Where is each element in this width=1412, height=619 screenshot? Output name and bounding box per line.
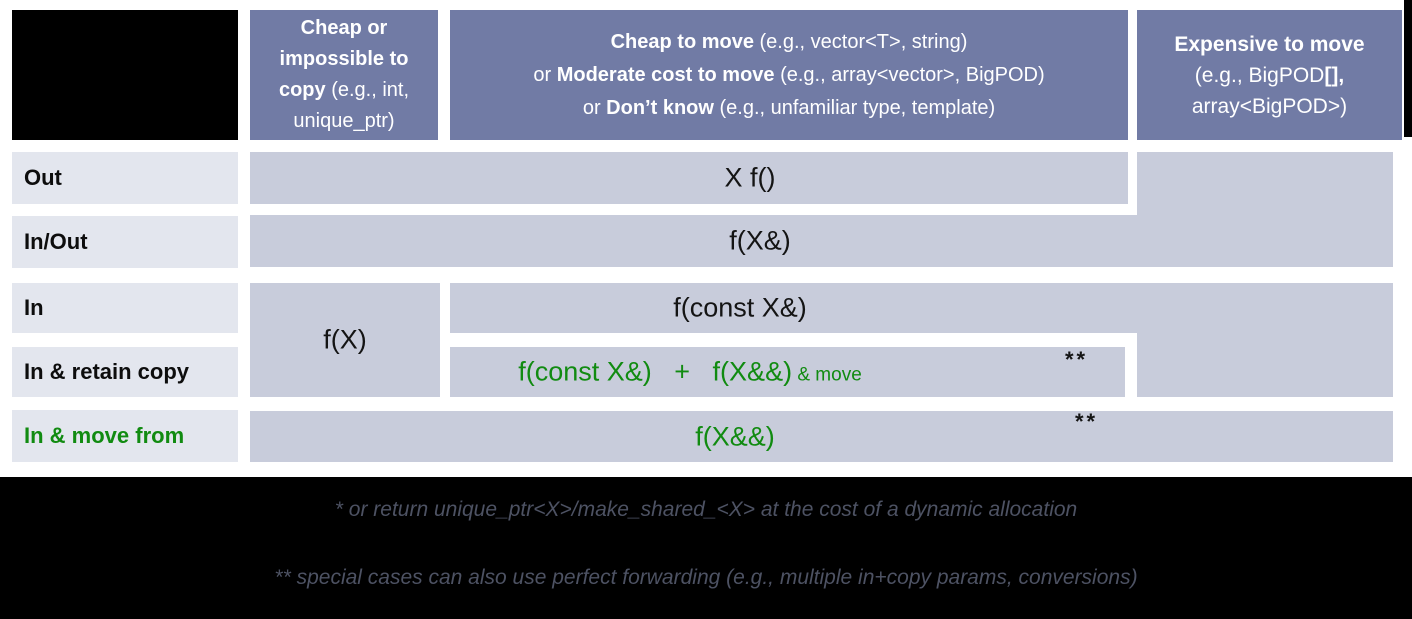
header-line: or Don’t know (e.g., unfamiliar type, te… — [583, 92, 995, 125]
cell-retain-copy-overloads: f(const X&) + f(X&&) & move ** — [450, 347, 1125, 397]
text-segment: (e.g., vector<T>, string) — [753, 30, 968, 53]
cell-in-const-ref: f(const X&) — [450, 283, 1393, 333]
row-label-in-out: In/Out — [12, 216, 238, 268]
header-line: copy (e.g., int, — [279, 75, 409, 106]
footnote-perfect-forwarding: ** special cases can also use perfect fo… — [274, 566, 1138, 589]
header-line: Cheap or — [301, 13, 388, 44]
footnote-panel: * or return unique_ptr<X>/make_shared_<X… — [0, 477, 1412, 619]
header-line: Expensive to move — [1174, 29, 1364, 60]
footnote-dynamic-allocation: * or return unique_ptr<X>/make_shared_<X… — [334, 498, 1078, 521]
text-segment: array<BigPOD>) — [1191, 94, 1348, 118]
row-label-in-retain-copy: In & retain copy — [12, 347, 238, 397]
text-segment: Moderate cost to move — [556, 63, 775, 86]
double-asterisk-footnote-mark: ** — [1065, 347, 1089, 372]
text-segment: (e.g., BigPOD — [1194, 63, 1325, 87]
text-segment: Expensive to move — [1174, 32, 1365, 56]
text-segment: or — [533, 63, 557, 86]
text-segment: [], — [1324, 63, 1345, 87]
row-label-out: Out — [12, 152, 238, 204]
top-right-black-strip — [1404, 0, 1412, 137]
row-label-in-move-from: In & move from — [12, 410, 238, 462]
text-segment: (e.g., array<vector>, BigPOD) — [774, 63, 1045, 86]
text-segment: Cheap or — [300, 17, 388, 39]
code-f-xref: f(X&) — [729, 225, 791, 256]
header-line: impossible to — [280, 44, 409, 75]
row-label-in: In — [12, 283, 238, 333]
code-x-f: X f() — [724, 162, 776, 193]
text-segment: f(const X&) — [518, 356, 652, 387]
table-corner-black-box — [12, 10, 238, 140]
text-segment: unique_ptr) — [293, 110, 395, 132]
code-f-const-xref: f(const X&) — [673, 292, 807, 323]
text-segment: f(X&&) — [712, 356, 793, 387]
code-f-x: f(X) — [323, 324, 367, 355]
text-segment: (e.g., int, — [325, 79, 410, 101]
header-line: unique_ptr) — [293, 106, 394, 137]
cell-move-from-rref: f(X&&) ** — [250, 409, 1393, 462]
text-segment: or — [582, 96, 607, 119]
text-segment: copy — [278, 79, 326, 101]
header-line: Cheap to move (e.g., vector<T>, string) — [611, 26, 968, 59]
header-line: array<BigPOD>) — [1192, 91, 1347, 122]
cell-inout-by-ref: f(X&) — [250, 215, 1393, 267]
cell-in-by-value: f(X) — [250, 283, 440, 397]
header-expensive-to-move: Expensive to move (e.g., BigPOD[], array… — [1137, 10, 1402, 140]
cell-out-return-by-value: X f() — [250, 152, 1128, 204]
text-segment: Cheap to move — [610, 30, 754, 53]
text-segment: Don’t know — [606, 96, 714, 119]
code-f-xrefref: f(X&&) — [695, 421, 775, 451]
text-segment: & move — [792, 364, 862, 386]
code-constref-plus-rref-move: f(const X&) + f(X&&) & move — [518, 357, 862, 388]
header-cheap-or-impossible-to-copy: Cheap or impossible to copy (e.g., int, … — [250, 10, 438, 140]
header-line: (e.g., BigPOD[], — [1195, 60, 1344, 91]
text-segment: (e.g., unfamiliar type, template) — [713, 96, 996, 119]
header-line: or Moderate cost to move (e.g., array<ve… — [533, 59, 1044, 92]
text-segment: impossible to — [279, 48, 409, 70]
header-cheap-moderate-dontknow-move: Cheap to move (e.g., vector<T>, string) … — [450, 10, 1128, 140]
text-segment: + — [651, 356, 713, 387]
double-asterisk-footnote-mark: ** — [1075, 409, 1099, 434]
